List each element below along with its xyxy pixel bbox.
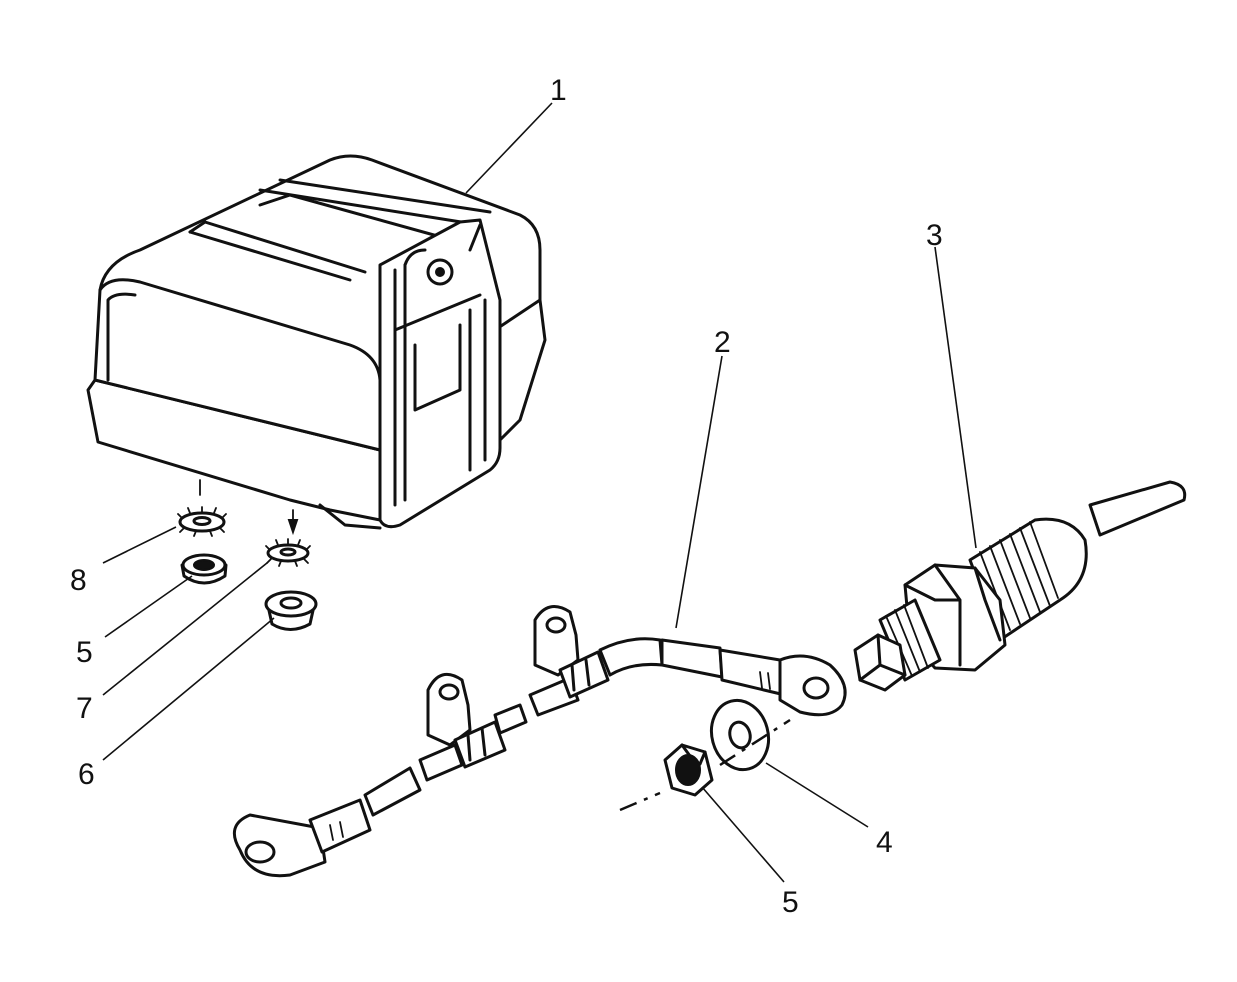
leader-lines	[102, 102, 977, 883]
callout-6: 6	[78, 758, 95, 791]
cable-assembly	[232, 605, 847, 878]
flange-nut-6	[264, 590, 318, 631]
hex-nut-5-lower	[663, 743, 714, 797]
nut-5-left	[180, 553, 228, 585]
housing-box	[86, 154, 547, 536]
glow-plug	[853, 480, 1187, 692]
callout-8: 8	[70, 564, 87, 597]
callouts: 1 2 3 4 5 5 6 7 8	[70, 74, 943, 919]
lock-washer-8	[177, 506, 227, 537]
assembly-centerline	[619, 718, 791, 812]
flat-washer-4	[709, 698, 771, 772]
callout-5-left: 5	[76, 636, 93, 669]
callout-1: 1	[550, 74, 567, 107]
callout-4: 4	[876, 826, 893, 859]
callout-5-lower: 5	[782, 886, 799, 919]
lock-washer-7	[265, 538, 311, 567]
callout-7: 7	[76, 692, 93, 725]
callout-2: 2	[714, 326, 731, 359]
callout-3: 3	[926, 219, 943, 252]
